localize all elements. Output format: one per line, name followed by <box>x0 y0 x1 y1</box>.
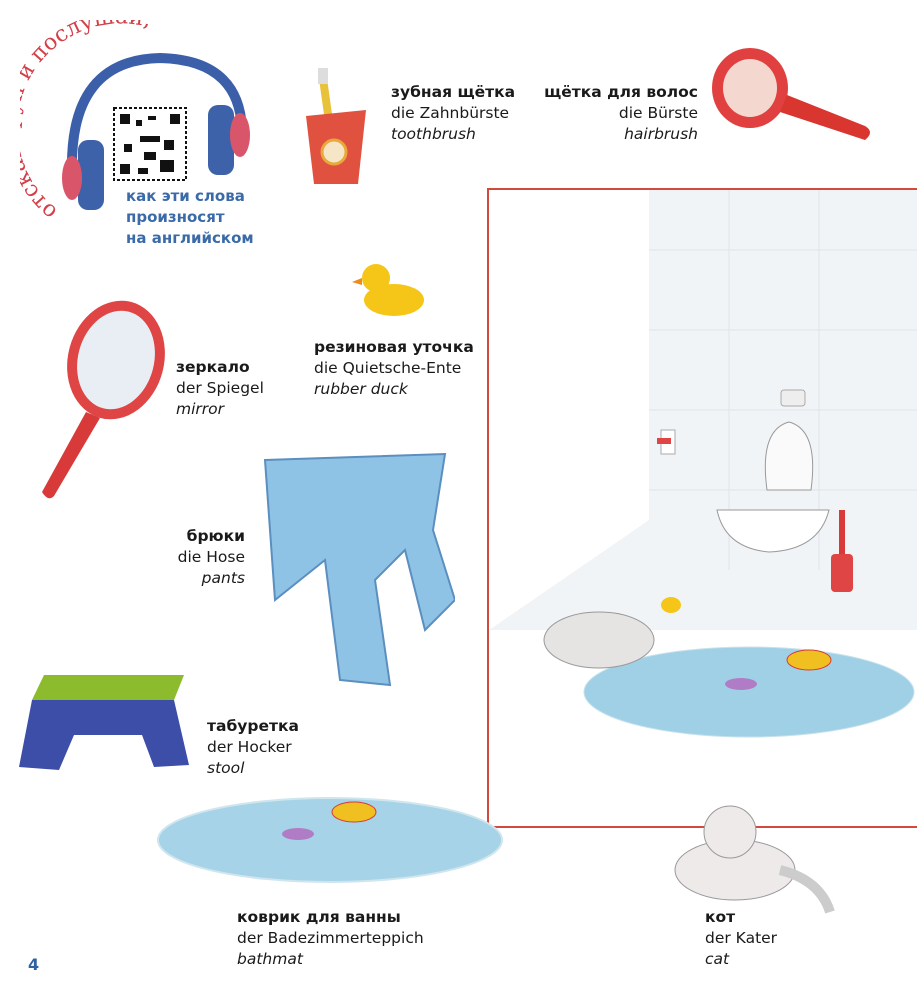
word-de: der Kater <box>705 929 778 947</box>
word-de: die Hose <box>177 548 245 566</box>
headphones-qr-illustration: отсканируй и послушай, <box>20 20 250 225</box>
promo-line: на английском <box>126 229 254 247</box>
promo-line: как эти слова <box>126 187 245 205</box>
page-number: 4 <box>28 955 40 974</box>
hairbrush-illustration <box>712 48 870 140</box>
word-ru: зеркало <box>176 358 250 376</box>
word-en: cat <box>705 950 730 968</box>
word-de: die Bürste <box>618 104 698 122</box>
word-de: der Badezimmerteppich <box>237 929 424 947</box>
word-ru: кот <box>705 908 736 926</box>
word-bathmat: коврик для ванны der Badezimmerteppich b… <box>237 907 424 970</box>
word-ru: резиновая уточка <box>314 338 474 356</box>
promo-text: как эти слова произносят на английском <box>126 186 254 249</box>
word-pants: брюки die Hose pants <box>178 526 245 589</box>
word-de: die Zahnbürste <box>391 104 510 122</box>
qr-code <box>113 107 187 181</box>
word-ru: щётка для волос <box>544 83 698 101</box>
word-cat: кот der Kater cat <box>705 907 777 970</box>
word-de: der Hocker <box>207 738 292 756</box>
word-toothbrush: зубная щётка die Zahnbürste toothbrush <box>391 82 515 145</box>
word-en: pants <box>201 569 245 587</box>
word-ru: табуретка <box>207 717 299 735</box>
word-mirror: зеркало der Spiegel mirror <box>176 357 264 420</box>
word-en: mirror <box>176 400 225 418</box>
word-en: toothbrush <box>391 125 476 143</box>
word-ru: коврик для ванны <box>237 908 401 926</box>
pants-illustration <box>263 452 455 687</box>
cat-illustration <box>674 805 835 914</box>
word-en: bathmat <box>237 950 303 968</box>
word-en: rubber duck <box>314 380 408 398</box>
promo-line: произносят <box>126 208 225 226</box>
word-ru: зубная щётка <box>391 83 516 101</box>
word-stool: табуретка der Hocker stool <box>207 716 299 779</box>
bathroom-illustration <box>489 190 917 738</box>
word-en: stool <box>207 759 245 777</box>
mirror-illustration <box>42 300 165 499</box>
word-hairbrush: щётка для волос die Bürste hairbrush <box>544 82 698 145</box>
stool-illustration <box>19 675 189 770</box>
rubber-duck-illustration <box>352 264 424 316</box>
word-duck: резиновая уточка die Quietsche-Ente rubb… <box>314 337 474 400</box>
bathmat-illustration <box>157 797 503 883</box>
word-de: der Spiegel <box>176 379 264 397</box>
word-en: hairbrush <box>624 125 698 143</box>
word-ru: брюки <box>186 527 245 545</box>
toothbrush-illustration <box>306 68 366 184</box>
bathroom-scene <box>487 188 917 828</box>
word-de: die Quietsche-Ente <box>314 359 462 377</box>
